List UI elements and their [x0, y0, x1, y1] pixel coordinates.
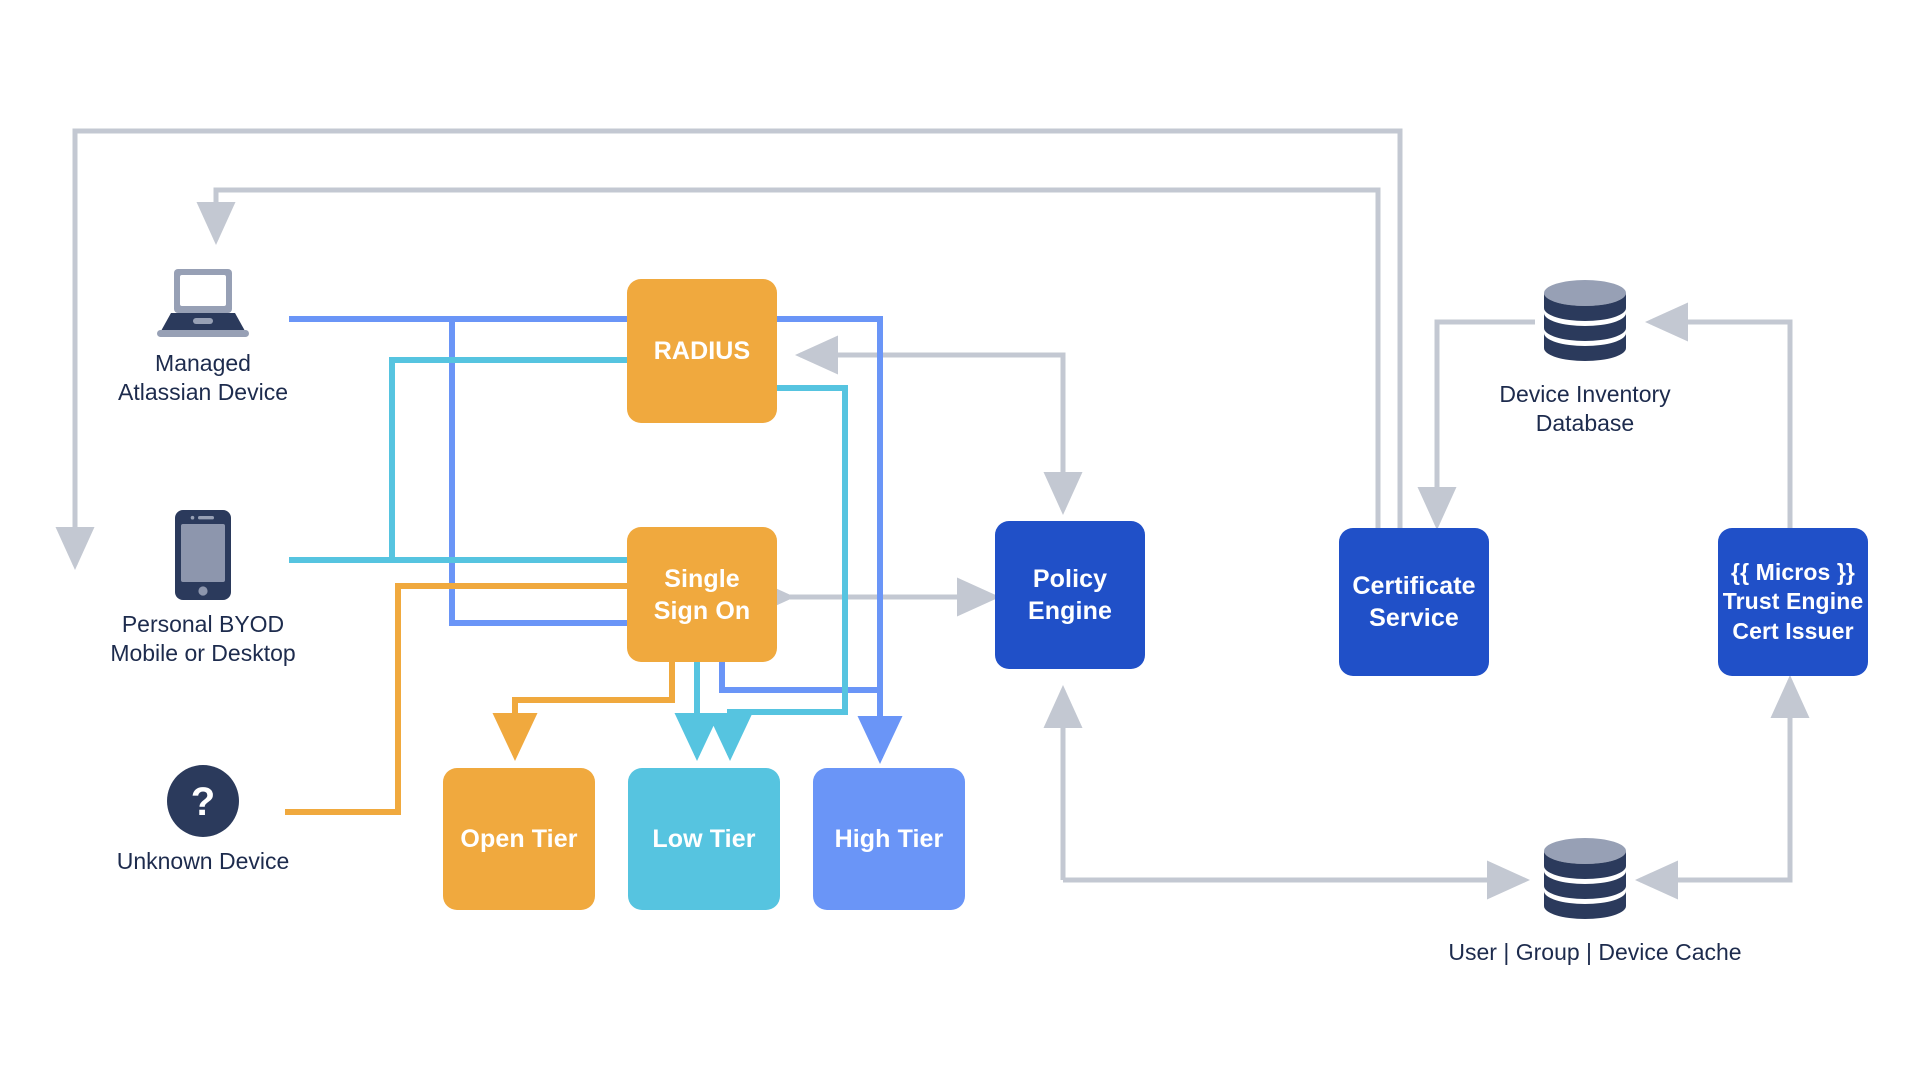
database-icon-user-group-device-cache[interactable]: [1540, 838, 1630, 922]
node-policy-engine[interactable]: Policy Engine: [995, 521, 1145, 669]
node-low-tier-label: Low Tier: [652, 825, 756, 853]
device-managed-atlassian[interactable]: Managed Atlassian Device: [108, 265, 298, 406]
wire-radius-to-high-tier: [775, 316, 903, 764]
wire-sso-to-high-tier-join: [719, 660, 880, 693]
wire-unknown-device-to-sso: [285, 583, 627, 815]
laptop-icon: [108, 265, 298, 339]
mobile-icon: [108, 510, 298, 600]
svg-text:?: ?: [191, 780, 215, 824]
device-unknown-label: Unknown Device: [116, 848, 290, 874]
wire-trust-engine-to-cache: [1634, 680, 1793, 900]
node-radius-label: RADIUS: [653, 337, 751, 365]
wire-device-inventory-to-certificate-service: [1417, 319, 1535, 531]
orange-connectors: [285, 583, 675, 815]
node-radius[interactable]: RADIUS: [627, 279, 777, 423]
node-high-tier[interactable]: High Tier: [813, 768, 965, 910]
device-unknown[interactable]: ? Unknown Device: [108, 765, 298, 876]
node-trust-engine-label: {{ Micros }} Trust Engine Cert Issuer: [1722, 558, 1864, 644]
node-certificate-service[interactable]: Certificate Service: [1339, 528, 1489, 676]
device-personal-byod[interactable]: Personal BYOD Mobile or Desktop: [108, 510, 298, 667]
node-open-tier-label: Open Tier: [460, 825, 578, 853]
wire-sso-to-open-tier: [492, 660, 675, 761]
wire-radius-to-low-tier: [707, 385, 848, 761]
node-single-sign-on[interactable]: Single Sign On: [627, 527, 777, 662]
device-managed-atlassian-label: Managed Atlassian Device: [117, 350, 289, 405]
wire-trust-engine-to-managed-device: [196, 187, 1381, 530]
node-low-tier[interactable]: Low Tier: [628, 768, 780, 910]
node-policy-engine-label: Policy Engine: [1028, 565, 1112, 625]
node-open-tier[interactable]: Open Tier: [443, 768, 595, 910]
node-high-tier-label: High Tier: [834, 825, 944, 853]
cyan-connectors: [289, 357, 848, 761]
wire-trust-engine-to-device-inventory: [1644, 302, 1793, 530]
user-group-device-cache-label: User | Group | Device Cache: [1448, 939, 1742, 965]
node-single-sign-on-label: Single Sign On: [653, 564, 751, 625]
wire-managed-device-to-sso-blue: [449, 319, 627, 626]
wire-managed-device-to-radius-cyan: [389, 357, 627, 560]
royal-blue-connectors: [289, 316, 903, 764]
wire-certificate-service-to-managed-device: [55, 128, 1403, 571]
wire-policy-engine-to-radius: [794, 335, 1066, 483]
node-certificate-service-label: Certificate Service: [1352, 572, 1476, 632]
gray-connectors: [55, 128, 1810, 900]
question-icon: ?: [108, 765, 298, 837]
database-icon-device-inventory[interactable]: [1540, 280, 1630, 364]
device-inventory-database-label: Device Inventory Database: [1499, 381, 1671, 436]
node-trust-engine[interactable]: {{ Micros }} Trust Engine Cert Issuer: [1718, 528, 1868, 676]
device-personal-byod-label: Personal BYOD Mobile or Desktop: [110, 611, 296, 666]
